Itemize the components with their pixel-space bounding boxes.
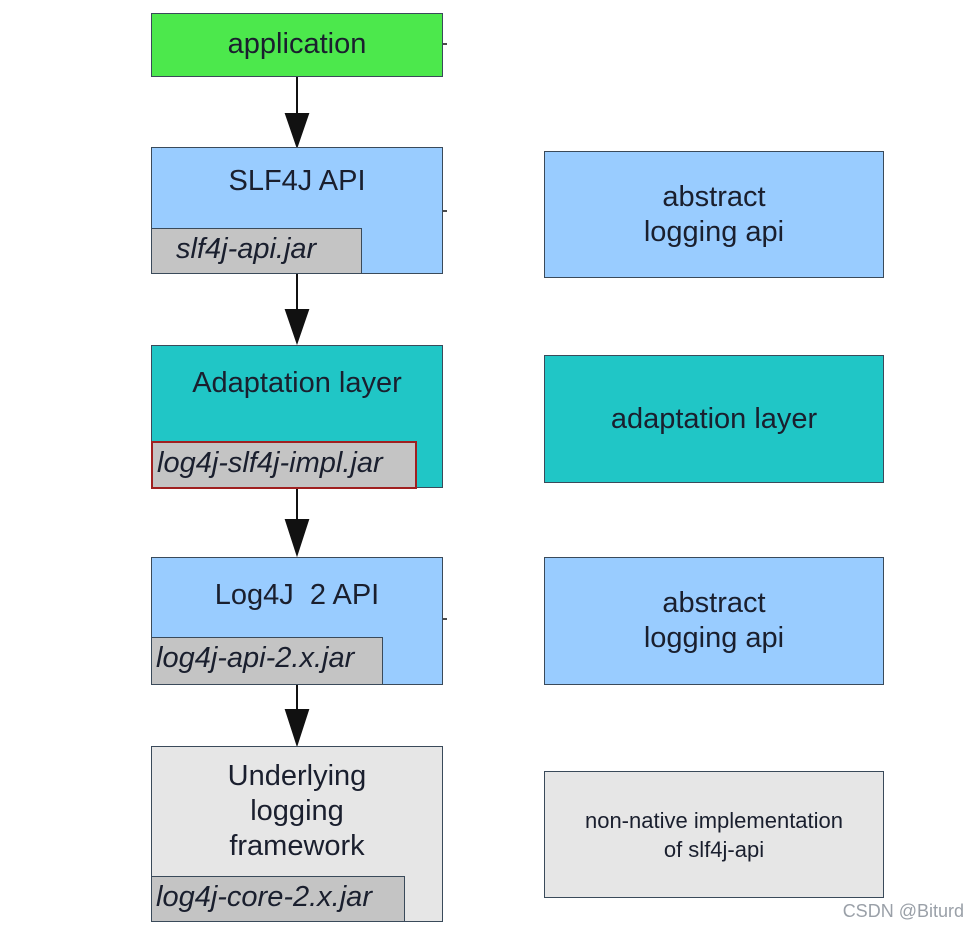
underlying-framework-title: Underlying logging framework (152, 759, 442, 864)
abstract1-line-2: logging api (643, 215, 785, 248)
adaptation-layer-side-box: adaptation layer (544, 355, 884, 483)
underlying-line-3: framework (229, 830, 365, 862)
adaptation-layer-title: Adaptation layer (192, 367, 402, 399)
application-label: application (227, 28, 367, 60)
csdn-watermark: CSDN @Biturd (842, 901, 964, 921)
abstract-logging-api-box-1: abstract logging api (544, 151, 884, 278)
nonnative-line-2: of slf4j-api (663, 836, 765, 862)
abstract2-line-2: logging api (643, 622, 785, 654)
abstract2-line-1: abstract (662, 587, 766, 619)
arrow-log4j-api-to-underlying (284, 685, 310, 748)
nonnative-line-1: non-native implementation (584, 807, 844, 833)
arrow-adaptation-to-log4j-api (284, 488, 310, 558)
underlying-line-1: Underlying (227, 760, 367, 792)
log4j-api-jar: log4j-api-2.x.jar (151, 637, 383, 685)
abstract1-line-1: abstract (662, 180, 766, 213)
arrow-slf4j-to-adaptation (284, 274, 310, 346)
underlying-line-2: logging (250, 795, 344, 827)
application-box: application (151, 13, 443, 77)
abstract-logging-api-box-2: abstract logging api (544, 557, 884, 685)
slf4j-api-jar: slf4j-api.jar (151, 228, 362, 274)
adaptation-side-line-1: adaptation layer (610, 402, 818, 435)
arrow-application-to-slf4j (284, 77, 310, 150)
slf4j-api-title: SLF4J API (228, 165, 366, 197)
log4j-slf4j-impl-jar: log4j-slf4j-impl.jar (151, 441, 417, 489)
log4j-api-title: Log4J 2 API (214, 579, 380, 611)
log4j-core-jar: log4j-core-2.x.jar (151, 876, 405, 922)
non-native-implementation-box: non-native implementation of slf4j-api (544, 771, 884, 898)
